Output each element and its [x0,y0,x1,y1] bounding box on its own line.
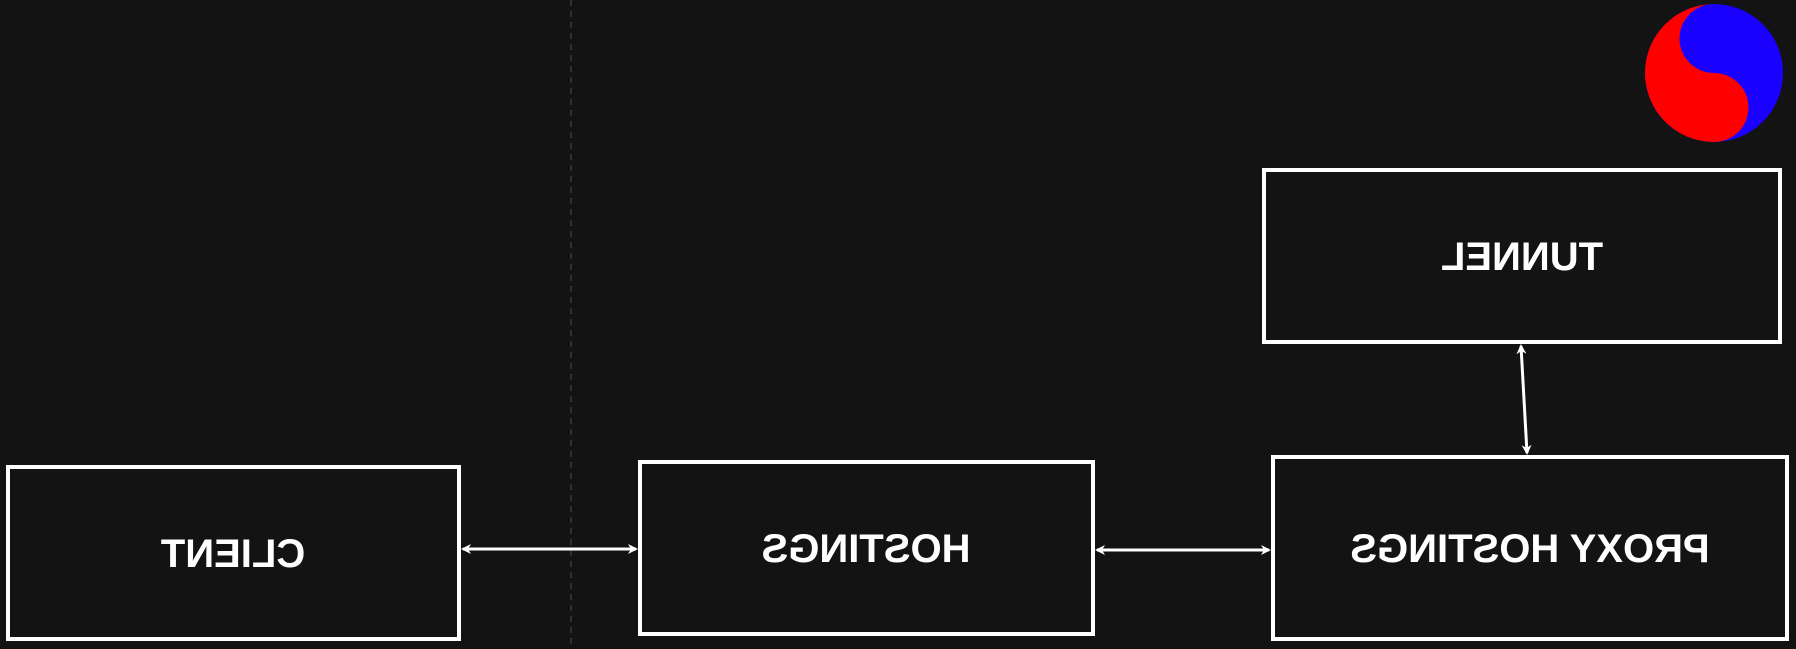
hostings-box [638,460,1095,636]
client-label: CLIENT [161,532,305,576]
proxy-hostings-node[interactable]: PROXY HOSTINGS [1271,455,1789,641]
client-node[interactable]: CLIENT [6,465,461,641]
proxy-tunnel-connector [1516,344,1532,455]
proxy-hostings-label: PROXY HOSTINGS [1350,527,1709,571]
tunnel-label: TUNNEL [1441,235,1603,279]
yin-yang-icon [1645,4,1783,142]
proxy-hostings-box [1271,455,1789,641]
tunnel-box [1262,168,1782,344]
hostings-node[interactable]: HOSTINGS [638,460,1095,636]
hostings-label: HOSTINGS [762,527,971,571]
client-box [6,465,461,641]
tunnel-node[interactable]: TUNNEL [1262,168,1782,344]
